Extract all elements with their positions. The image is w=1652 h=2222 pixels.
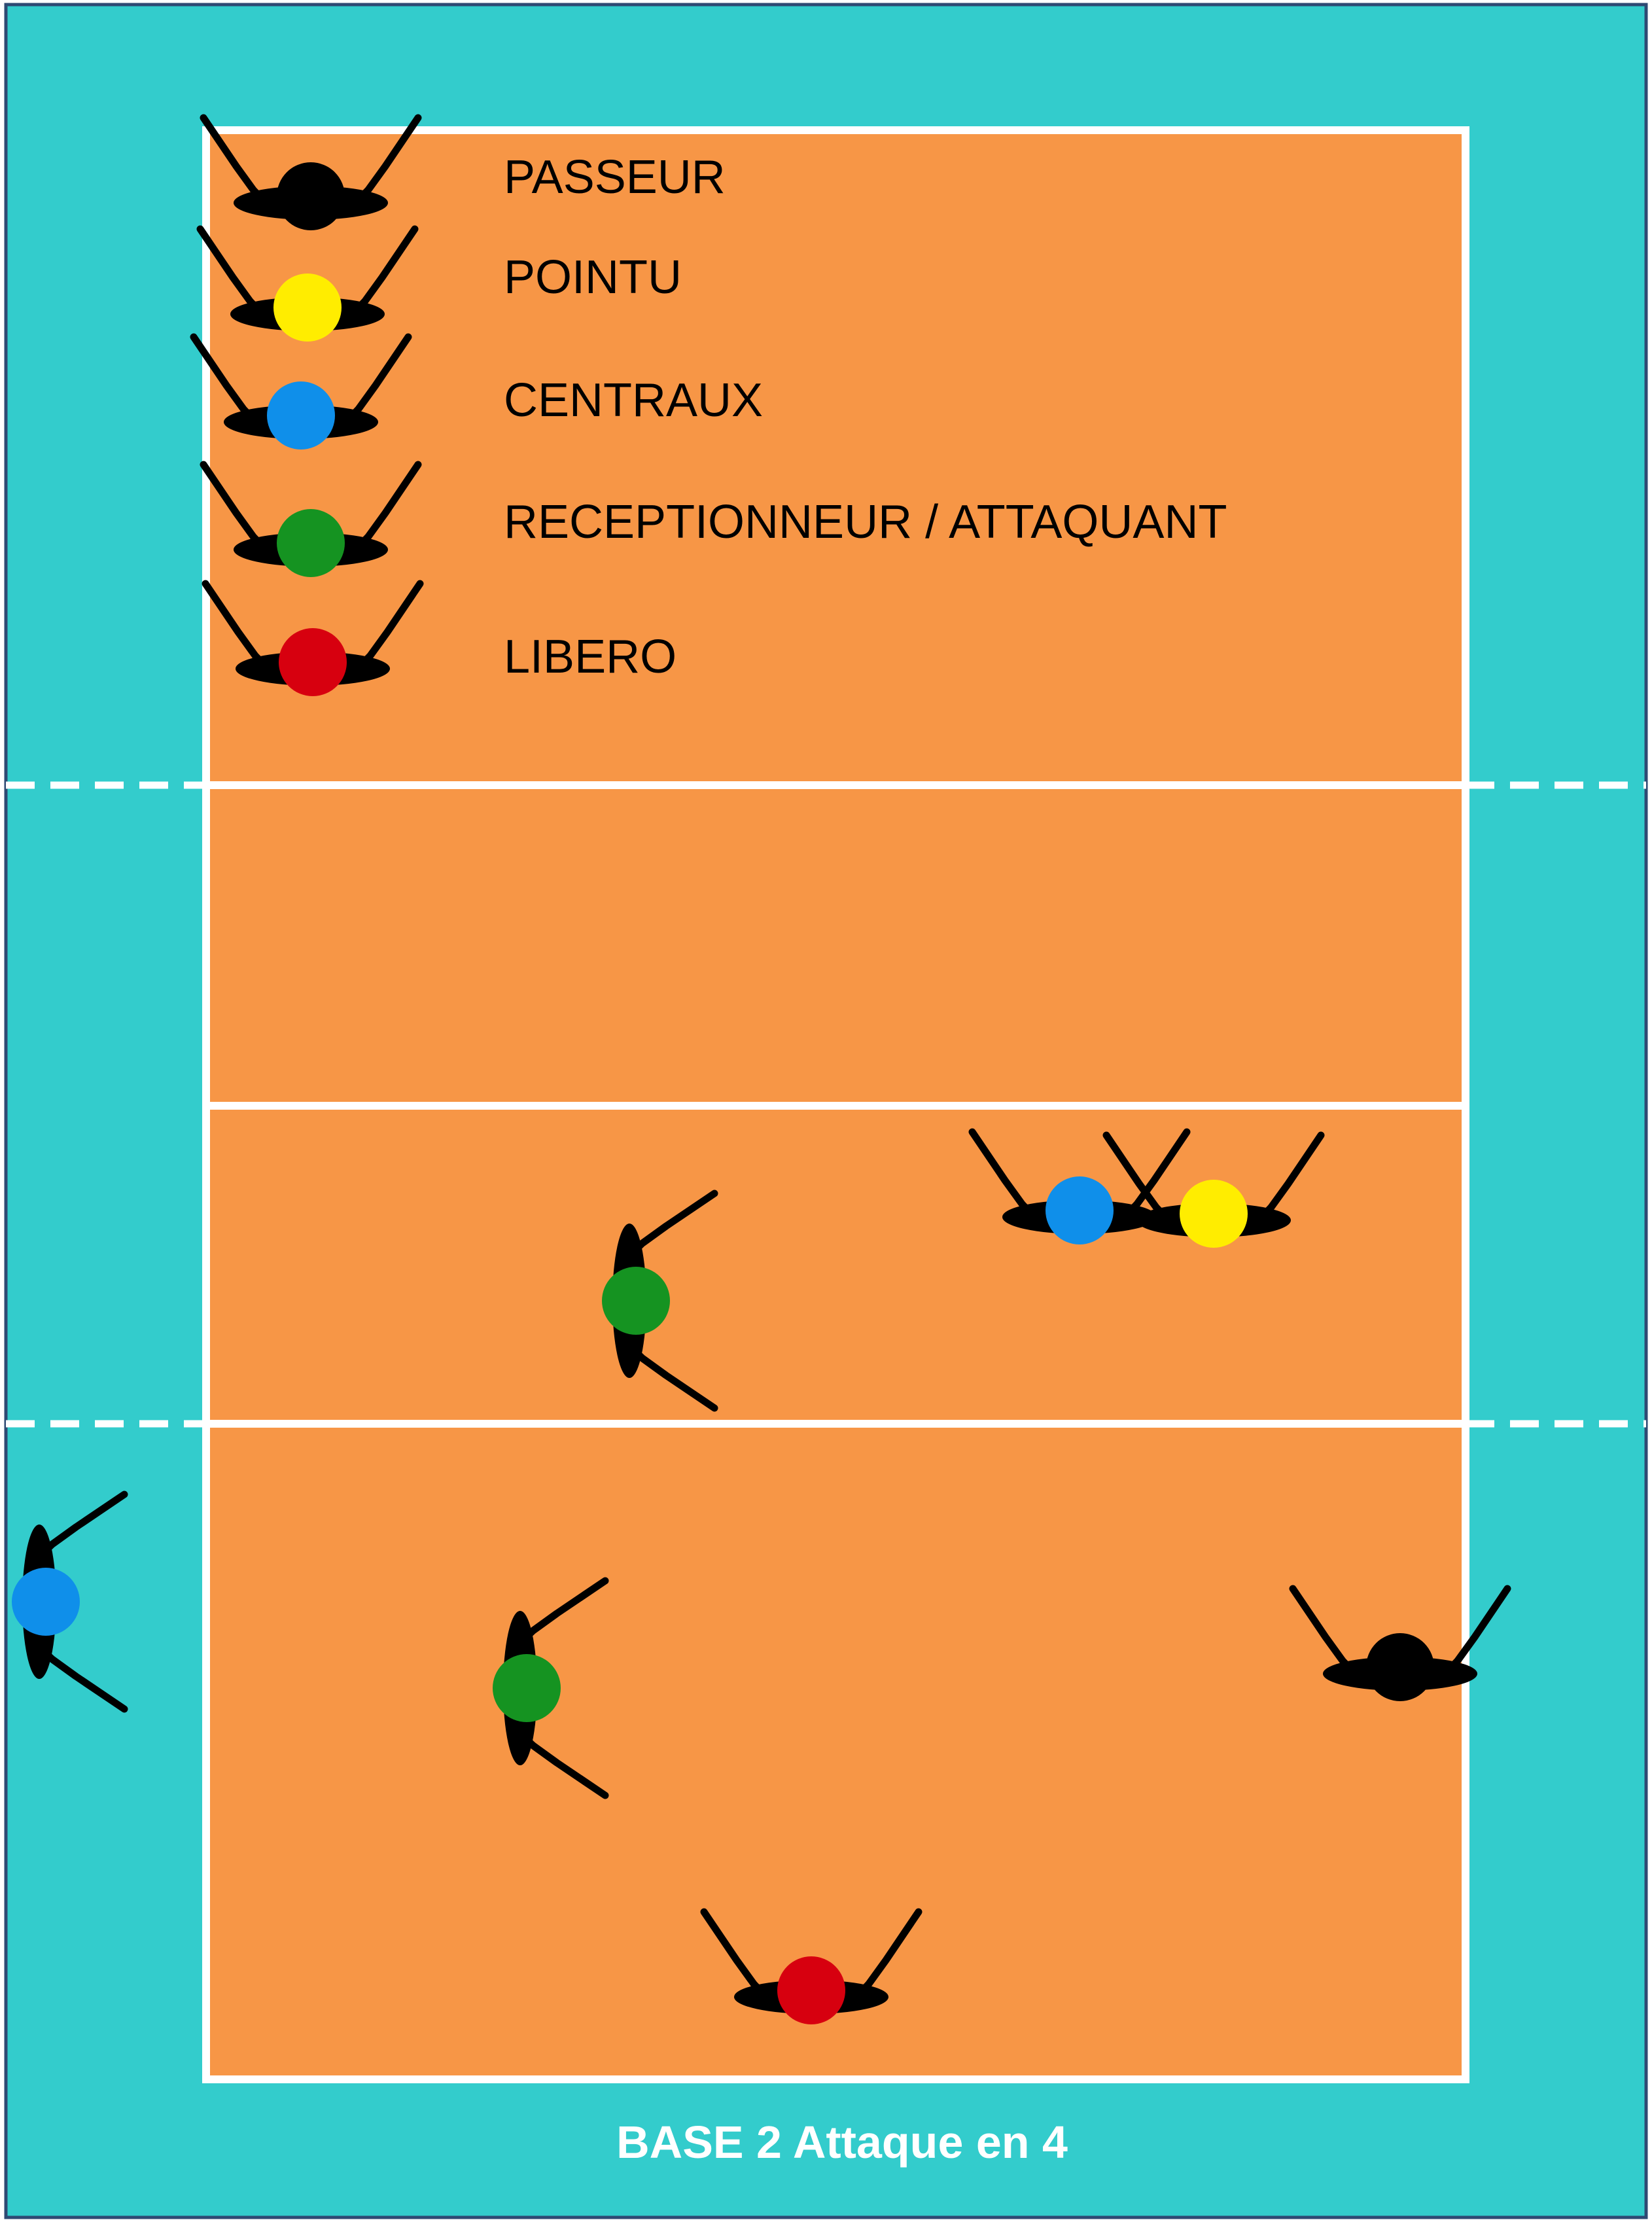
legend-label-libero: LIBERO bbox=[504, 631, 677, 683]
legend: PASSEUR POINTU CENTRAUX RECEPTIONNEUR / … bbox=[190, 114, 1227, 696]
court-lines bbox=[6, 781, 1646, 1428]
player-receptionneur-back bbox=[493, 1577, 609, 1799]
player-receptionneur-front bbox=[602, 1190, 718, 1412]
pointu-head-marker bbox=[273, 273, 342, 342]
legend-label-passeur: PASSEUR bbox=[504, 151, 726, 203]
legend-label-receptionneur: RECEPTIONNEUR / ATTAQUANT bbox=[504, 496, 1227, 548]
legend-item-pointu: POINTU bbox=[196, 225, 682, 342]
player-libero bbox=[700, 1908, 923, 2024]
player-central-front bbox=[968, 1128, 1191, 1244]
legend-item-libero: LIBERO bbox=[202, 580, 677, 696]
passeur-head-marker bbox=[1366, 1633, 1434, 1701]
receptionneur-player-icon bbox=[200, 461, 422, 577]
receptionneur-head-marker bbox=[277, 509, 345, 577]
pointu-player-icon bbox=[196, 225, 419, 342]
central-head-marker bbox=[1046, 1176, 1114, 1244]
libero-head-marker bbox=[279, 628, 347, 696]
player-central-outside bbox=[12, 1490, 128, 1713]
legend-item-centraux: CENTRAUX bbox=[190, 333, 763, 450]
pointu-head-marker bbox=[1180, 1180, 1248, 1248]
central-head-marker bbox=[267, 381, 335, 450]
receptionneur-head-marker bbox=[493, 1654, 561, 1722]
legend-item-receptionneur: RECEPTIONNEUR / ATTAQUANT bbox=[200, 461, 1227, 577]
diagram-caption: BASE 2 Attaque en 4 bbox=[616, 2117, 1068, 2168]
libero-player-icon bbox=[202, 580, 424, 696]
passeur-head-marker bbox=[277, 162, 345, 230]
receptionneur-head-marker bbox=[602, 1267, 670, 1335]
passeur-player-icon bbox=[200, 114, 422, 230]
central-player-icon bbox=[190, 333, 412, 450]
legend-label-pointu: POINTU bbox=[504, 251, 682, 304]
legend-label-centraux: CENTRAUX bbox=[504, 374, 763, 427]
libero-head-marker bbox=[777, 1956, 845, 2024]
legend-item-passeur: PASSEUR bbox=[200, 114, 726, 230]
central-head-marker bbox=[12, 1568, 80, 1636]
players-on-court bbox=[12, 1128, 1511, 2024]
player-passeur bbox=[1289, 1585, 1511, 1701]
player-pointu-front bbox=[1102, 1131, 1325, 1248]
